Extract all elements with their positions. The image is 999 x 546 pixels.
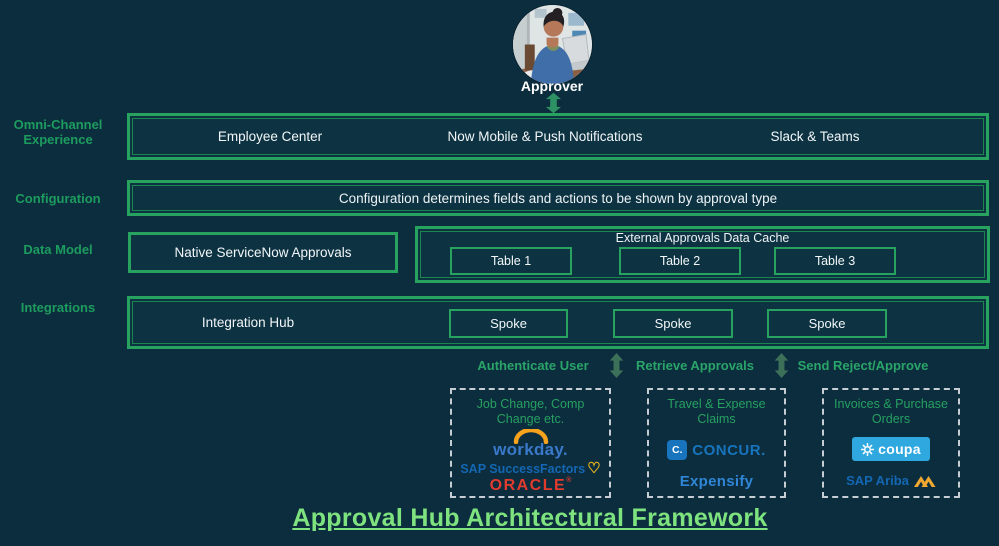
heart-icon: ♡ [587,460,601,477]
spoke-box: Spoke [449,309,568,338]
concur-icon: C. [667,440,688,460]
concur-wordmark: CONCUR. [692,441,766,459]
coupa-wordmark: coupa [878,441,921,457]
coupa-logo: coupa [852,437,930,461]
native-approvals-label: Native ServiceNow Approvals [174,245,352,260]
flow-label-retrieve: Retrieve Approvals [635,358,754,373]
omni-channel-box: Employee Center Now Mobile & Push Notifi… [127,113,989,160]
external-cache-title: External Approvals Data Cache [615,231,790,245]
configuration-box: Configuration determines fields and acti… [127,180,989,216]
vendor-category-label: Job Change, Comp Change etc. [476,397,585,426]
approver-photo [513,5,592,84]
table-box: Table 1 [450,247,572,275]
integration-hub-box: Integration Hub Spoke Spoke Spoke [127,296,989,349]
flow-label-send: Send Reject/Approve [797,358,929,373]
ariba-mountains-icon [913,476,936,487]
table-2-label: Table 2 [659,254,701,268]
workday-wordmark: workday. [493,440,568,459]
external-cache-box: External Approvals Data Cache Table 1 Ta… [415,226,990,283]
now-mobile-label: Now Mobile & Push Notifications [447,129,643,144]
integration-hub-label: Integration Hub [201,315,295,330]
spoke-box: Spoke [613,309,733,338]
spoke-label: Spoke [490,316,527,331]
vendor-category-label: Invoices & Purchase Orders [834,397,948,426]
approver-arrow-icon [545,92,562,114]
side-label-integrations: Integrations [20,300,96,315]
sap-successfactors-wordmark: SAP SuccessFactors [460,461,586,476]
spoke-box: Spoke [767,309,887,338]
approver-avatar [512,4,593,85]
vendor-box-invoices: Invoices & Purchase Orders coupa SAP Ari… [822,388,960,498]
oracle-logo: ORACLE® [490,477,572,495]
expensify-wordmark: Expensify [679,473,754,490]
flow-label-authenticate: Authenticate User [477,358,589,373]
employee-center-label: Employee Center [217,129,323,144]
page-title: Approval Hub Architectural Framework [292,504,768,532]
approver-label: Approver [520,78,584,94]
vendor-box-travel: Travel & Expense Claims C. CONCUR. Expen… [647,388,786,498]
table-3-label: Table 3 [814,254,856,268]
vendor-box-hr: Job Change, Comp Change etc. workday. SA… [450,388,611,498]
coupa-pinwheel-icon [861,442,875,456]
flow-arrow-icon [774,352,789,379]
sap-ariba-wordmark: SAP Ariba [846,473,909,488]
side-label-omni-channel: Omni-Channel Experience [13,117,103,147]
successfactors-logo: SAP SuccessFactors ♡ [460,461,600,476]
side-label-configuration: Configuration [15,191,101,206]
vendor-category-label: Travel & Expense Claims [667,397,766,426]
spoke-label: Spoke [808,316,846,331]
table-box: Table 3 [774,247,896,275]
slack-teams-label: Slack & Teams [770,129,860,144]
spoke-label: Spoke [654,316,692,331]
table-1-label: Table 1 [490,254,532,268]
table-box: Table 2 [619,247,741,275]
native-approvals-box: Native ServiceNow Approvals [128,232,398,273]
flow-arrow-icon [609,352,624,379]
workday-logo: workday. [493,429,568,460]
workday-arc-icon [513,429,548,444]
configuration-text: Configuration determines fields and acti… [338,190,778,206]
concur-logo: C. CONCUR. [667,440,766,460]
oracle-wordmark: ORACLE [489,477,567,494]
oracle-reg-mark: ® [566,477,572,484]
side-label-data-model: Data Model [23,242,93,257]
ariba-logo: SAP Ariba [846,473,936,488]
